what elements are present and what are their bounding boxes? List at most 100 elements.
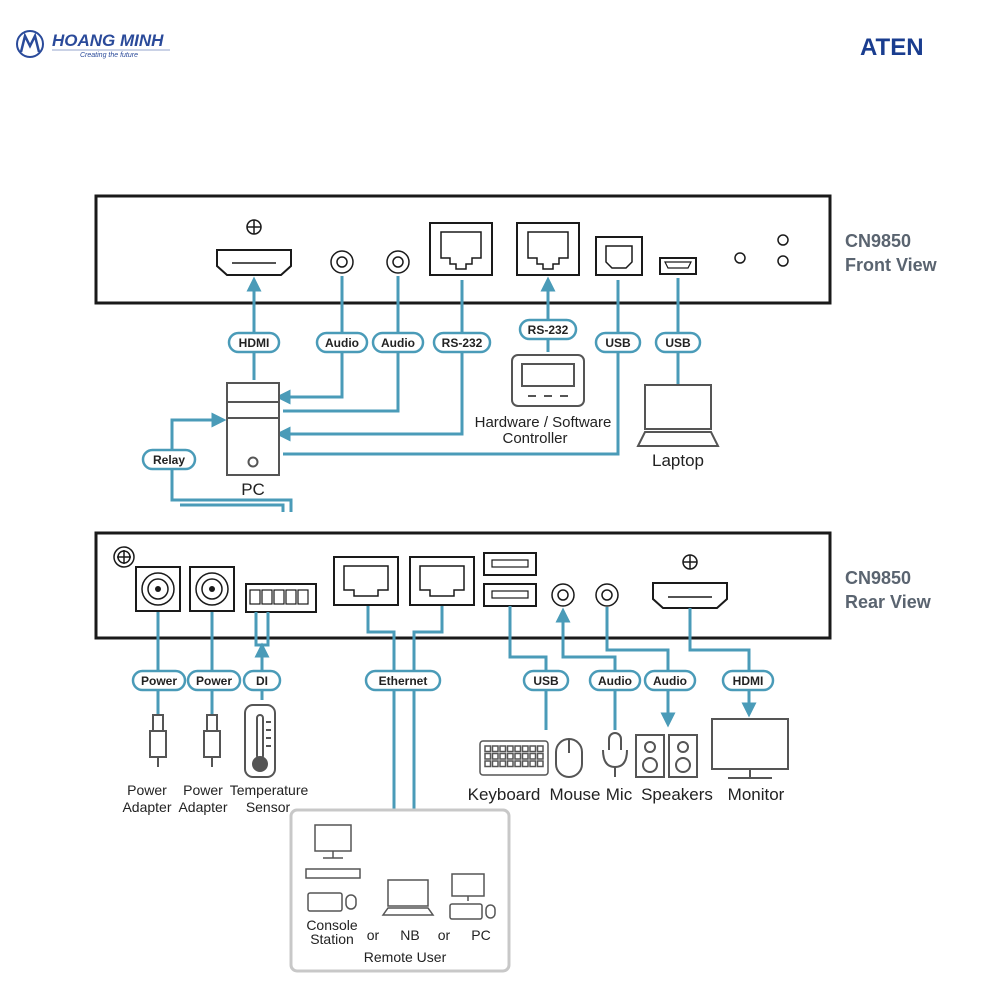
usb-a-port-icon: [483, 583, 537, 607]
front-model-label: CN9850: [845, 231, 911, 251]
keyboard-key: [536, 760, 544, 768]
svg-text:USB: USB: [605, 336, 631, 350]
monitor-label: Monitor: [728, 785, 785, 804]
pill-power-1: Power: [131, 669, 187, 692]
led-indicator-icon: [777, 234, 789, 246]
hoang-minh-tagline: Creating the future: [80, 52, 138, 59]
svg-text:RS-232: RS-232: [528, 323, 569, 337]
keyboard-key: [499, 745, 507, 753]
keyboard-key: [521, 745, 529, 753]
remote-user-title: Remote User: [364, 949, 447, 965]
keyboard-key: [529, 745, 537, 753]
hoang-minh-logo: HOANG MINH Creating the future: [16, 30, 170, 59]
nb-label: NB: [400, 927, 419, 943]
pill-rs232-front-1: RS-232: [432, 331, 492, 354]
pc-label: PC: [241, 480, 265, 499]
sensor-label-line1: Temperature: [230, 782, 309, 798]
svg-text:DI: DI: [256, 674, 268, 688]
mouse-label: Mouse: [549, 785, 600, 804]
controller-label-line1: Hardware / Software: [475, 414, 612, 431]
svg-text:USB: USB: [665, 336, 691, 350]
or-label-2: or: [438, 927, 451, 943]
keyboard-key: [506, 760, 514, 768]
keyboard-key: [521, 752, 529, 760]
power-plug-icon: [149, 714, 167, 767]
speakers-label: Speakers: [641, 785, 713, 804]
rear-cables: [156, 606, 757, 810]
pill-hdmi-front: HDMI: [227, 331, 281, 354]
rs232-port-icon: [516, 222, 580, 276]
aten-logo: ATEN: [860, 34, 924, 61]
pill-relay: Relay: [141, 448, 197, 471]
controller-icon: [511, 354, 585, 407]
keyboard-key: [536, 752, 544, 760]
microphone-icon: [602, 732, 628, 777]
keyboard-label: Keyboard: [468, 785, 541, 804]
pill-di: DI: [242, 669, 282, 692]
thermometer-icon: [244, 704, 276, 778]
pill-rs232-front-2: RS-232: [518, 318, 578, 341]
controller-label-line2: Controller: [502, 430, 567, 447]
svg-text:Ethernet: Ethernet: [379, 674, 428, 688]
keyboard-key: [491, 745, 499, 753]
pill-audio-rear-2: Audio: [643, 669, 697, 692]
hoang-minh-logo-text: HOANG MINH: [52, 31, 164, 50]
audio-jack-icon: [595, 583, 619, 607]
led-indicator-icon: [777, 255, 789, 267]
console-label-line2: Station: [310, 931, 354, 947]
rs232-port-icon: [429, 222, 493, 276]
ground-screw-icon: [682, 554, 698, 570]
mouse-icon: [555, 738, 583, 778]
adapter1-label-line2: Adapter: [122, 799, 171, 815]
svg-text:Audio: Audio: [325, 336, 359, 350]
pill-hdmi-rear: HDMI: [721, 669, 775, 692]
keyboard-key: [491, 760, 499, 768]
rear-view-label: Rear View: [845, 592, 932, 612]
pc-tower-icon: [226, 382, 280, 476]
pill-power-2: Power: [186, 669, 242, 692]
ground-screw-icon: [113, 546, 135, 568]
pill-usb-front-2: USB: [654, 331, 702, 354]
keyboard-key: [514, 760, 522, 768]
keyboard-key: [514, 745, 522, 753]
terminal-block-icon: [245, 583, 317, 613]
pill-audio-front-2: Audio: [371, 331, 425, 354]
audio-jack-icon: [551, 583, 575, 607]
micro-usb-port-icon: [659, 257, 697, 275]
pill-audio-rear-1: Audio: [588, 669, 642, 692]
hoang-minh-emblem-icon: [16, 30, 44, 58]
console-station-icon: [305, 824, 361, 912]
console-label-line1: Console: [306, 917, 358, 933]
laptop-icon: [636, 384, 720, 447]
svg-text:Relay: Relay: [153, 453, 185, 467]
keyboard-key: [529, 752, 537, 760]
keyboard-key: [536, 745, 544, 753]
svg-text:Audio: Audio: [653, 674, 687, 688]
audio-jack-icon: [386, 250, 410, 274]
svg-text:HDMI: HDMI: [733, 674, 764, 688]
keyboard-key: [499, 752, 507, 760]
usb-a-port-icon: [483, 552, 537, 576]
or-label-1: or: [367, 927, 380, 943]
rear-model-label: CN9850: [845, 568, 911, 588]
keyboard-key: [521, 760, 529, 768]
led-indicator-icon: [734, 252, 746, 264]
power-plug-icon: [203, 714, 221, 767]
svg-text:Audio: Audio: [381, 336, 415, 350]
keyboard-key: [484, 760, 492, 768]
laptop-label: Laptop: [652, 451, 704, 470]
usb-b-port-icon: [595, 236, 643, 276]
keyboard-key: [484, 745, 492, 753]
ground-screw-icon: [246, 219, 262, 235]
svg-text:RS-232: RS-232: [442, 336, 483, 350]
keyboard-icon: [479, 740, 549, 776]
keyboard-key: [514, 752, 522, 760]
remote-pc-icon: [449, 873, 496, 920]
adapter2-label-line1: Power: [183, 782, 223, 798]
svg-text:USB: USB: [533, 674, 559, 688]
pill-audio-front-1: Audio: [315, 331, 369, 354]
svg-text:Power: Power: [196, 674, 232, 688]
keyboard-key: [506, 752, 514, 760]
keyboard-key: [491, 752, 499, 760]
